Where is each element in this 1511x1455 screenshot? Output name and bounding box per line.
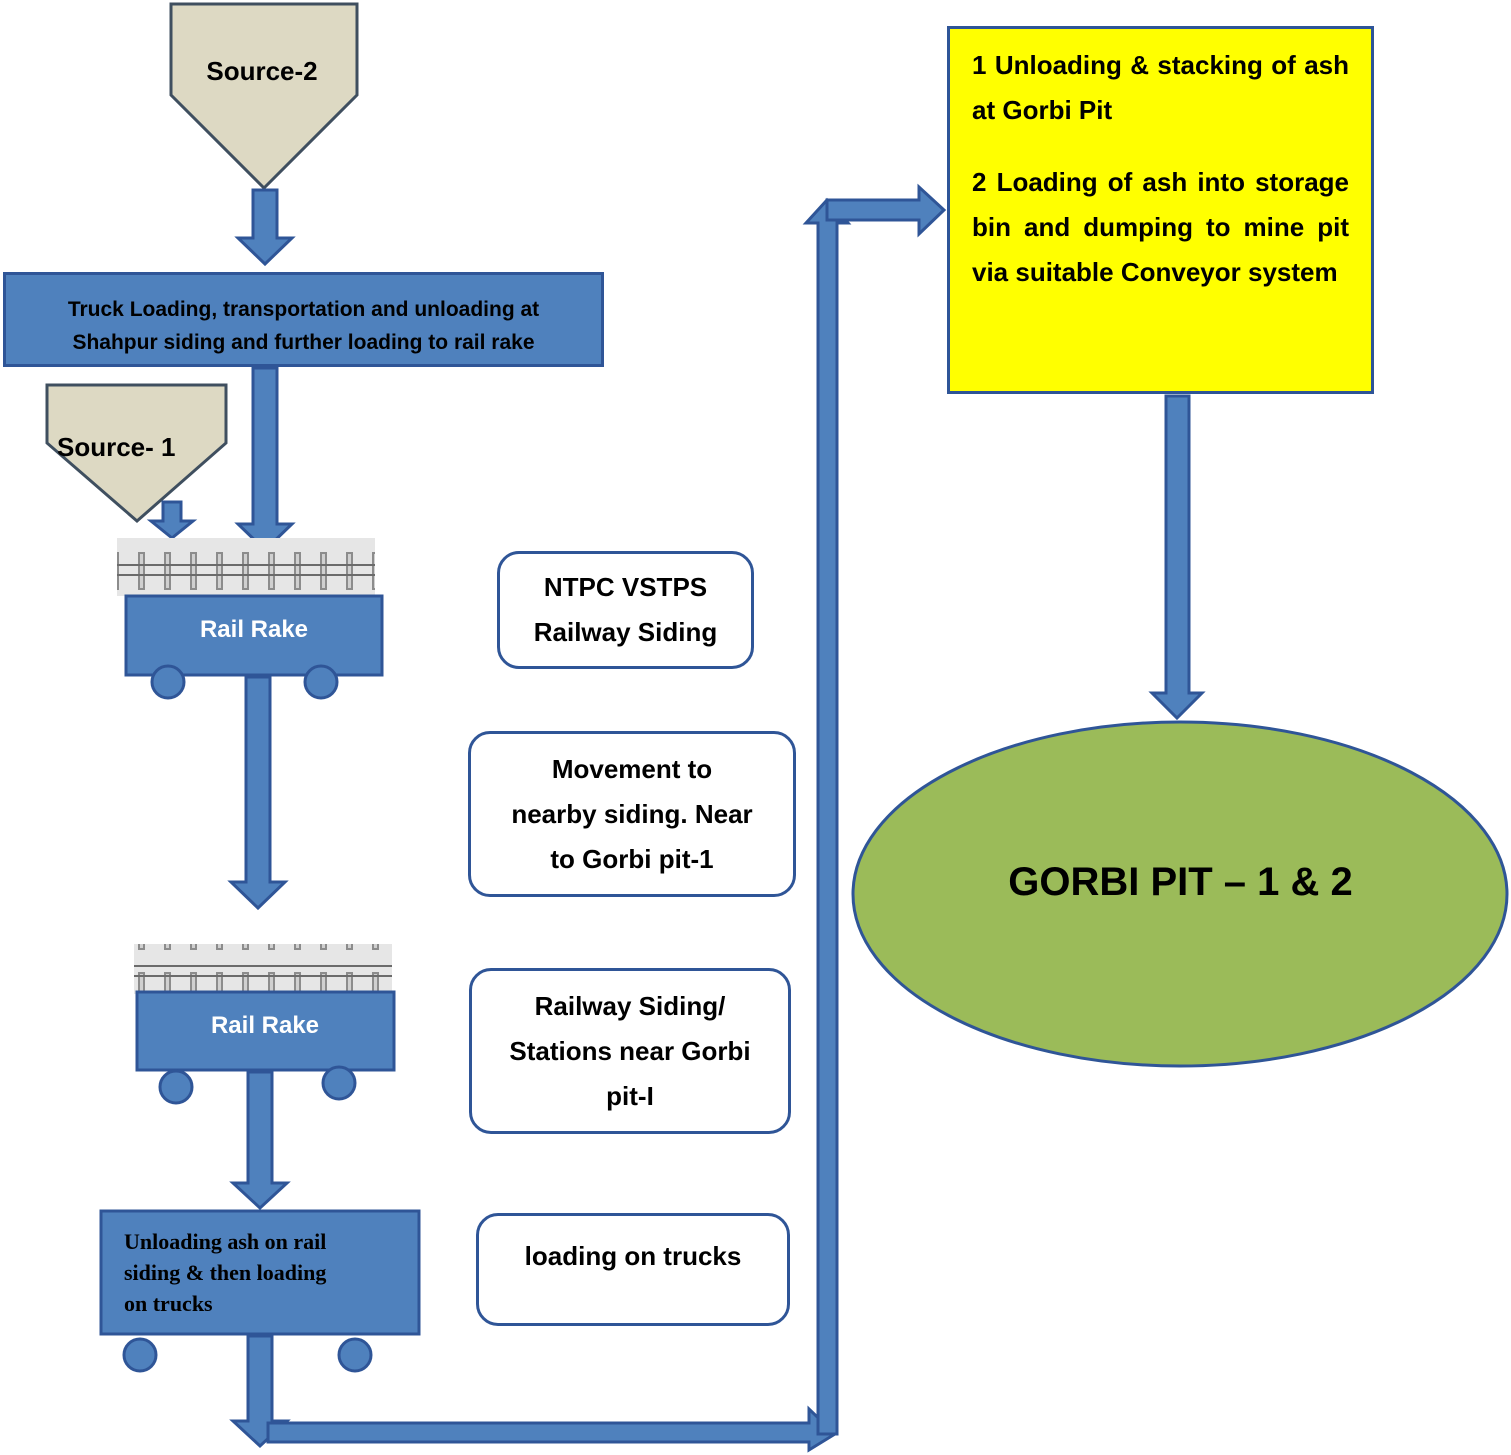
arrow-truck-to-rake1: [234, 366, 296, 553]
unload-box: [99, 1209, 421, 1336]
unload-line-1: Unloading ash on rail: [124, 1229, 326, 1254]
operation-item-1: 1 Unloading & stacking of ash at Gorbi P…: [972, 50, 1349, 125]
arrow-source1-to-rake1: [146, 500, 198, 540]
source-1-label: Source- 1: [57, 432, 176, 462]
note-movement-line-1: Movement to: [551, 753, 713, 784]
gorbi-pit-label: GORBI PIT – 1 & 2: [1008, 860, 1353, 904]
unload-line-2: siding & then loading: [124, 1260, 326, 1285]
note-ntpc-line-2: Railway Siding: [533, 617, 718, 647]
rail-rake-1-body: [124, 594, 384, 677]
source-2-shape: [169, 2, 359, 191]
note-stations: Railway Siding/ Stations near Gorbi pit-…: [469, 968, 791, 1134]
rail-track-image-2: [134, 944, 392, 994]
note-ntpc-siding: NTPC VSTPS Railway Siding: [497, 551, 754, 669]
rail-rake-2-label: Rail Rake: [211, 1012, 319, 1039]
arrow-rake2-to-unload: [229, 1070, 291, 1211]
rail-track-image-1: [117, 538, 375, 596]
note-trucks-line-1: loading on trucks: [524, 1241, 742, 1271]
operation-item-2: 2 Loading of ash into storage bin and du…: [972, 167, 1349, 287]
arrow-source2-to-truck: [234, 188, 296, 267]
arrow-yellow-to-pit: [1148, 394, 1206, 721]
gorbi-pit-ellipse: [851, 720, 1509, 1068]
truck-loading-box: Truck Loading, transportation and unload…: [3, 272, 604, 367]
note-stations-line-1: Railway Siding/: [534, 990, 726, 1021]
note-ntpc-line-1: NTPC VSTPS: [543, 572, 708, 602]
unload-line-3: on trucks: [124, 1291, 213, 1316]
note-loading-trucks: loading on trucks: [476, 1213, 790, 1326]
rail-rake-2-wheel-right: [321, 1065, 357, 1101]
note-stations-line-2: Stations near Gorbi: [509, 1035, 751, 1066]
rail-rake-1-wheel-left: [150, 664, 186, 700]
rail-rake-2-body: [135, 990, 396, 1072]
note-movement-line-3: to Gorbi pit-1: [550, 843, 714, 874]
truck-loading-line-1: Truck Loading, transportation and unload…: [67, 298, 540, 321]
truck-loading-line-2: Shahpur siding and further loading to ra…: [72, 331, 535, 354]
note-movement: Movement to nearby siding. Near to Gorbi…: [468, 731, 796, 897]
source-2-label: Source-2: [206, 56, 317, 86]
note-stations-line-3: pit-I: [606, 1080, 654, 1111]
arrow-vertical-up: [802, 197, 852, 1436]
rail-rake-2-wheel-left: [158, 1069, 194, 1105]
arrow-bottom-horizontal: [266, 1405, 838, 1453]
rail-rake-1-label: Rail Rake: [200, 616, 308, 643]
unload-wheel-right: [337, 1337, 373, 1373]
arrow-rake1-to-rake2: [227, 675, 289, 911]
gorbi-operations-box: 1 Unloading & stacking of ash at Gorbi P…: [947, 26, 1374, 394]
unload-wheel-left: [122, 1337, 158, 1373]
arrow-to-yellow-box: [825, 183, 947, 238]
rail-rake-1-wheel-right: [303, 664, 339, 700]
note-movement-line-2: nearby siding. Near: [511, 798, 753, 829]
source-1-shape: [45, 383, 228, 523]
